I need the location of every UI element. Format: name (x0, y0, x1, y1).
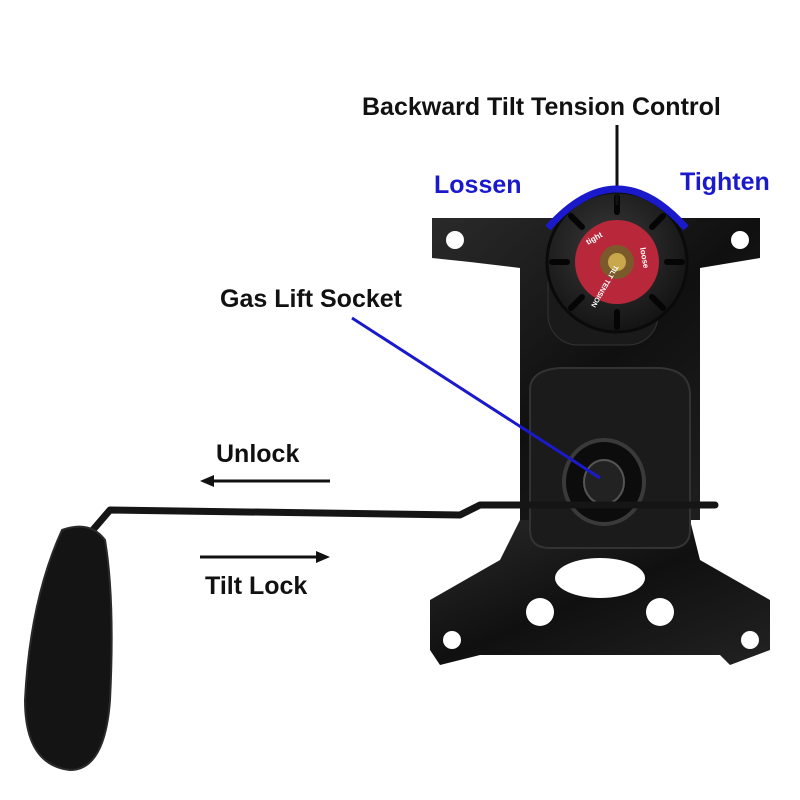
tension-knob: tight loose TILT TENSION (545, 190, 689, 334)
label-backward-tilt-tension-control: Backward Tilt Tension Control (362, 93, 721, 121)
tilt-lock-arrow (200, 551, 330, 563)
label-loosen: Lossen (434, 171, 522, 199)
adjust-arc (545, 185, 689, 231)
label-unlock: Unlock (216, 440, 300, 468)
knob-text-loose: loose (638, 247, 651, 270)
tilt-lock-lever-rod (76, 501, 719, 549)
label-tighten: Tighten (680, 168, 770, 196)
label-tilt-lock: Tilt Lock (205, 572, 308, 600)
label-gas-lift-socket: Gas Lift Socket (220, 285, 402, 313)
lever-handle (23, 525, 113, 772)
gas-lift-pointer-line (351, 316, 601, 480)
unlock-arrow (200, 475, 330, 487)
